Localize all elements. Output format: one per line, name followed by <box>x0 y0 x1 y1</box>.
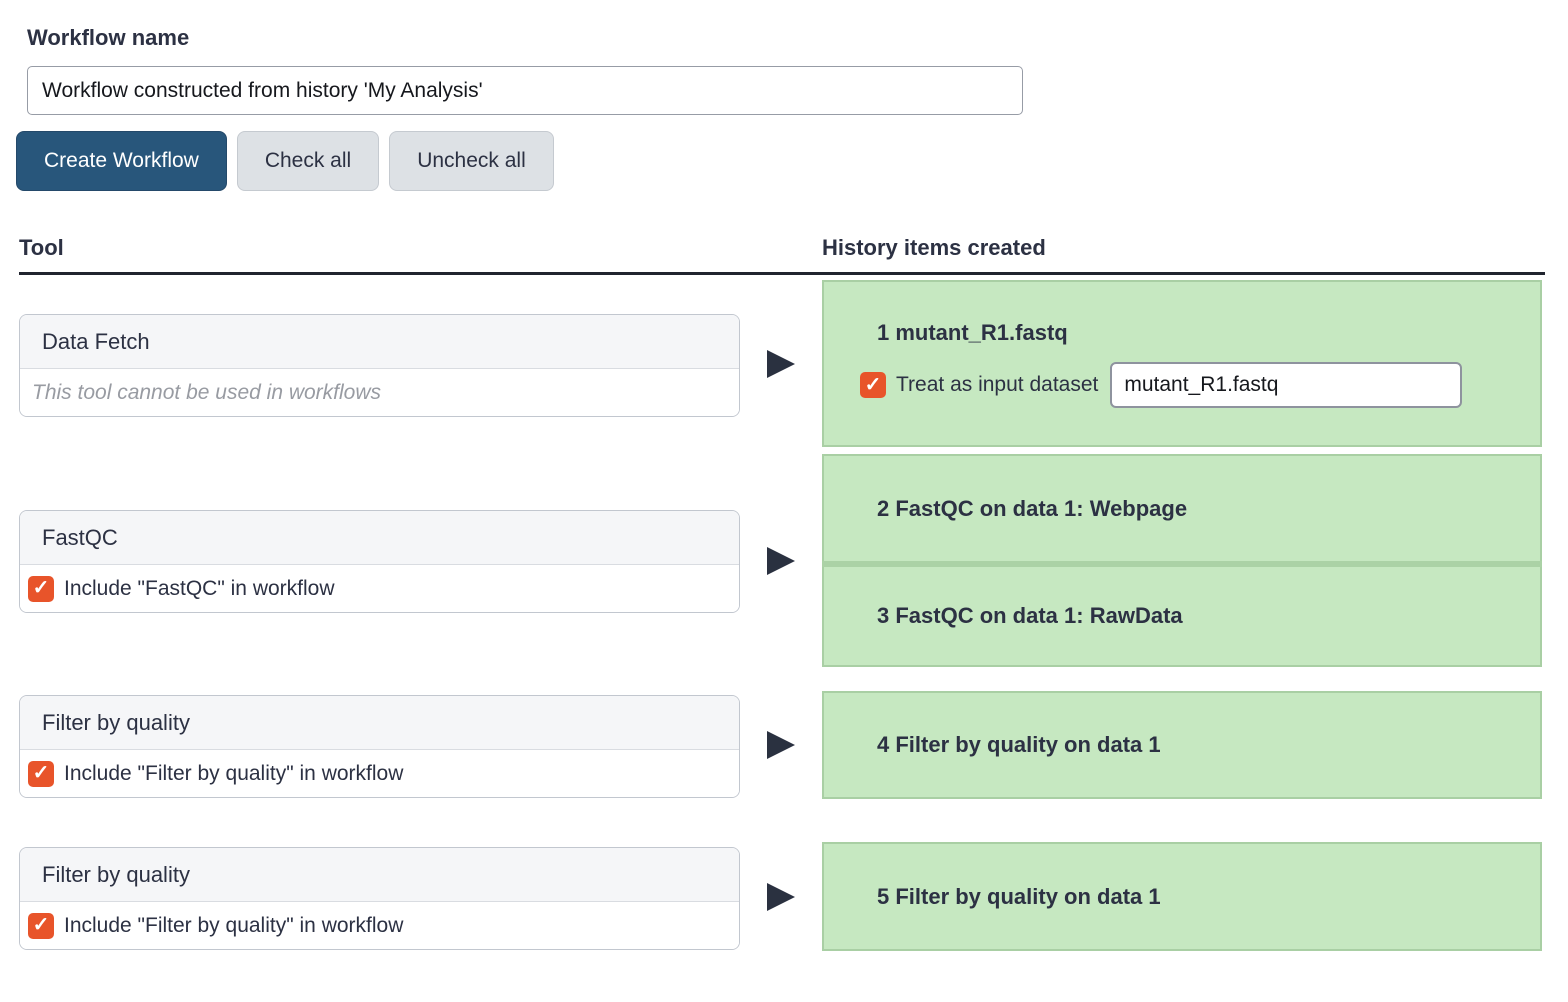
include-tool-checkbox[interactable] <box>28 575 54 602</box>
uncheck-all-button[interactable]: Uncheck all <box>389 131 554 191</box>
history-item-label: 1 mutant_R1.fastq <box>877 320 1068 345</box>
treat-as-input-checkbox[interactable] <box>860 372 886 398</box>
include-tool-label: Include "Filter by quality" in workflow <box>64 913 404 937</box>
include-tool-checkbox[interactable] <box>28 760 54 787</box>
tool-card-filter-quality-2: Filter by quality Include "Filter by qua… <box>19 847 740 950</box>
table-row: Data Fetch This tool cannot be used in w… <box>19 280 1568 447</box>
history-item-4: 4 Filter by quality on data 1 <box>822 691 1542 799</box>
include-tool-checkbox[interactable] <box>28 912 54 939</box>
group-divider <box>822 561 1542 567</box>
history-item-label: 4 Filter by quality on data 1 <box>877 732 1161 757</box>
tool-card-fastqc: FastQC Include "FastQC" in workflow <box>19 510 740 613</box>
create-workflow-button[interactable]: Create Workflow <box>16 131 227 191</box>
history-item-3: 3 FastQC on data 1: RawData <box>824 567 1540 665</box>
check-all-button[interactable]: Check all <box>236 131 380 191</box>
history-column-header: History items created <box>822 235 1046 260</box>
treat-as-input-label: Treat as input dataset <box>896 373 1099 396</box>
tool-column-header: Tool <box>19 235 64 260</box>
workflow-name-label: Workflow name <box>27 25 190 50</box>
include-tool-label: Include "Filter by quality" in workflow <box>64 761 404 785</box>
table-row: Filter by quality Include "Filter by qua… <box>19 842 1568 951</box>
history-item-group: 2 FastQC on data 1: Webpage 3 FastQC on … <box>822 454 1542 667</box>
history-item-2: 2 FastQC on data 1: Webpage <box>824 456 1540 561</box>
history-item-5: 5 Filter by quality on data 1 <box>822 842 1542 951</box>
workflow-name-input[interactable] <box>27 66 1023 115</box>
arrow-right-icon <box>767 731 795 759</box>
tool-title: Filter by quality <box>20 848 739 902</box>
action-buttons: Create Workflow Check all Uncheck all <box>16 131 1568 191</box>
table-body: Data Fetch This tool cannot be used in w… <box>19 280 1568 951</box>
tool-title: FastQC <box>20 511 739 565</box>
table-row: FastQC Include "FastQC" in workflow 2 Fa… <box>19 454 1568 667</box>
history-item-label: 3 FastQC on data 1: RawData <box>877 603 1183 628</box>
table-row: Filter by quality Include "Filter by qua… <box>19 691 1568 799</box>
include-tool-label: Include "FastQC" in workflow <box>64 576 335 600</box>
tool-unavailable-note: This tool cannot be used in workflows <box>32 380 382 404</box>
extract-workflow-page: Workflow name Create Workflow Check all … <box>0 25 1568 1002</box>
tool-title: Filter by quality <box>20 696 739 750</box>
tool-card-data-fetch: Data Fetch This tool cannot be used in w… <box>19 314 740 417</box>
arrow-right-icon <box>767 349 795 378</box>
arrow-right-icon <box>767 882 795 911</box>
dataset-name-input[interactable] <box>1110 362 1463 408</box>
history-item-1: 1 mutant_R1.fastq Treat as input dataset <box>822 280 1542 447</box>
tool-title: Data Fetch <box>20 315 739 369</box>
table-header: Tool History items created <box>19 235 1545 275</box>
tool-card-filter-quality-1: Filter by quality Include "Filter by qua… <box>19 695 740 798</box>
history-item-label: 5 Filter by quality on data 1 <box>877 883 1161 909</box>
history-item-label: 2 FastQC on data 1: Webpage <box>877 495 1188 521</box>
arrow-right-icon <box>767 546 795 575</box>
